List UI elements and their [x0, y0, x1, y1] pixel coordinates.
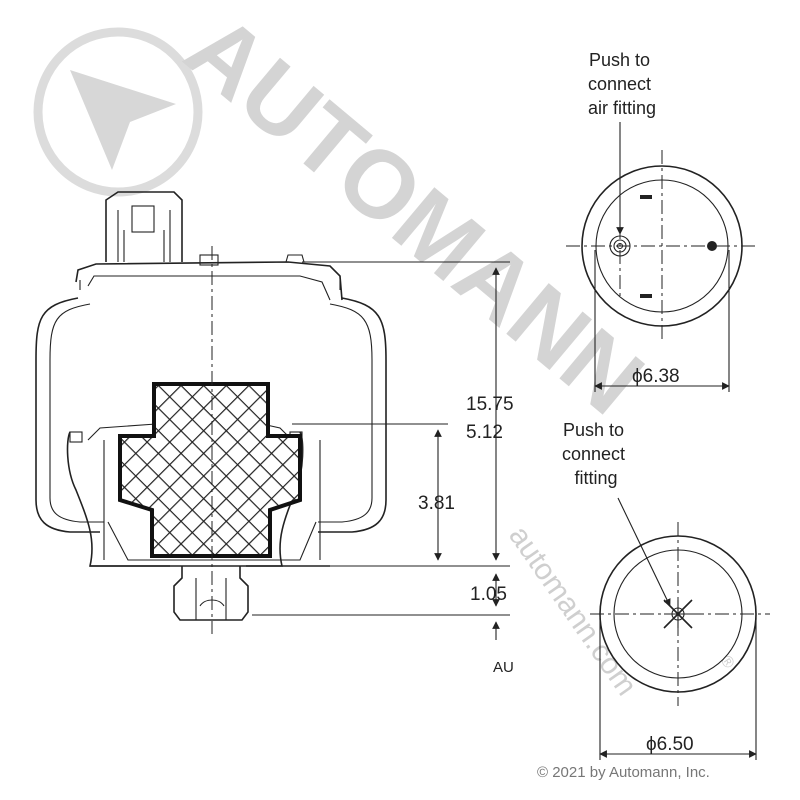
bottom-stud: [173, 566, 249, 621]
top-note-line-2: connect: [588, 74, 651, 94]
bottom-fitting-note: Push to connect fitting: [562, 420, 630, 488]
air-fitting-port-icon: [609, 235, 631, 257]
watermark-url: automann.com: [502, 520, 643, 701]
bottom-note-line-3: fitting: [574, 468, 617, 488]
bottom-note-line-1: Push to: [563, 420, 624, 440]
internal-bumper: [118, 382, 302, 558]
overall-height-dimension: 15.75: [466, 394, 514, 415]
dimension-lines: [252, 261, 510, 640]
top-plate-diameter-dimension: ϕ6.38: [632, 366, 680, 387]
compressed-height-dimension: 5.12: [466, 422, 503, 443]
piston-height-dimension: 3.81: [418, 493, 455, 514]
mounting-stud-dot: [707, 241, 717, 251]
top-note-line-1: Push to: [589, 50, 650, 70]
stud-length-dimension: 1.05: [470, 584, 507, 605]
bottom-diameter-dimension: ϕ6.50: [646, 734, 694, 755]
top-bead-plate: [75, 254, 343, 301]
mounting-stud-mark: [640, 195, 652, 199]
mounting-stud-mark: [640, 294, 652, 298]
top-fitting-note: Push to connect air fitting: [588, 50, 656, 118]
air-spring-side-view: [35, 191, 387, 634]
top-note-line-3: air fitting: [588, 98, 656, 118]
au-mark: AU: [493, 659, 514, 676]
top-air-fitting: [105, 191, 219, 266]
bottom-fitting-port-icon: [663, 599, 693, 629]
automann-logo-icon: [33, 27, 203, 197]
top-view: [566, 122, 758, 392]
copyright-notice: © 2021 by Automann, Inc.: [537, 764, 710, 781]
bottom-note-line-2: connect: [562, 444, 625, 464]
bottom-view: [590, 497, 770, 760]
bottom-note-leader: [617, 497, 671, 607]
rubber-bellows: [35, 297, 387, 533]
